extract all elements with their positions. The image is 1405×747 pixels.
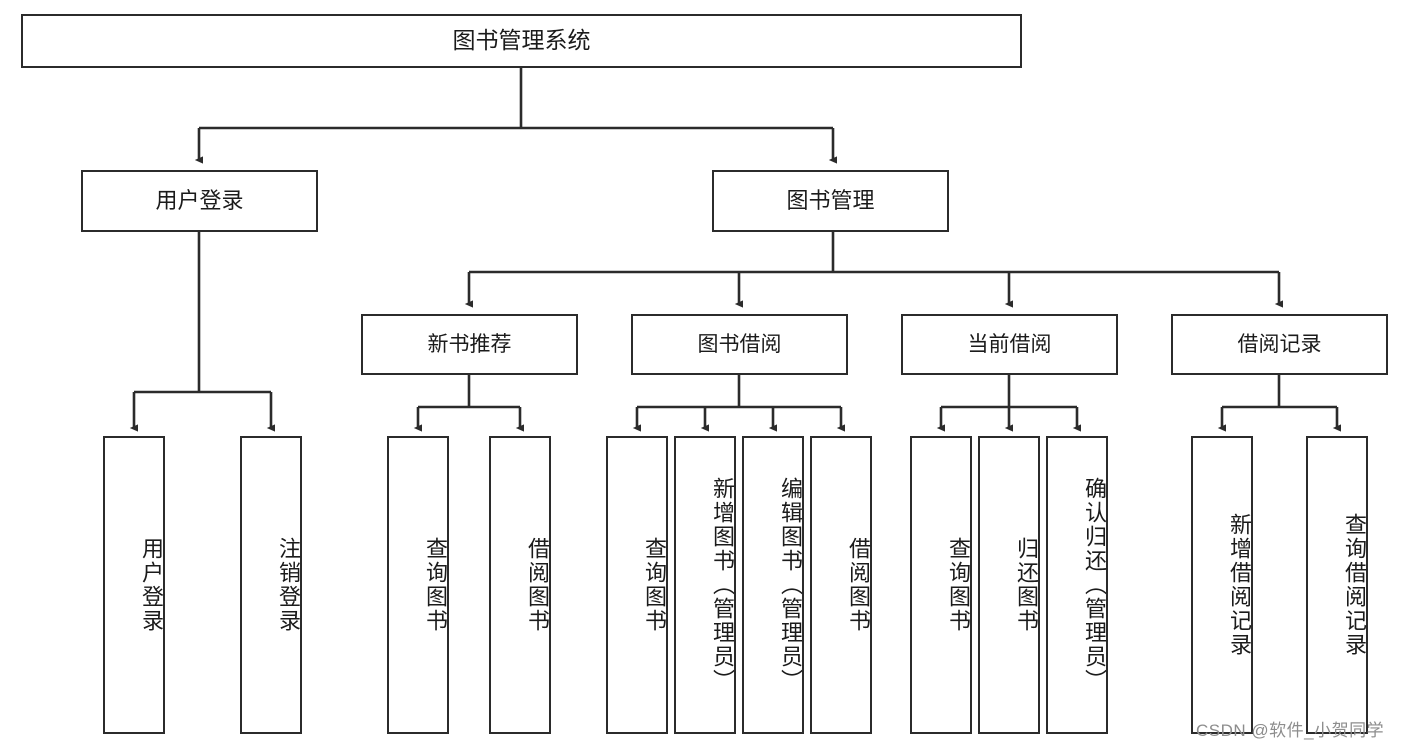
leaf-current-borrow-query[interactable]: 查询图书 bbox=[910, 436, 972, 734]
csdn-watermark: CSDN @软件_小贺同学 bbox=[1196, 716, 1384, 741]
node-root-label: 图书管理系统 bbox=[452, 27, 591, 54]
node-new-book-recommend[interactable]: 新书推荐 bbox=[361, 314, 578, 375]
leaf-new-book-borrow-label: 借阅图书 bbox=[525, 537, 550, 633]
node-book-borrow-label: 图书借阅 bbox=[697, 332, 782, 356]
leaf-new-book-query[interactable]: 查询图书 bbox=[387, 436, 449, 734]
leaf-borrow-record-add[interactable]: 新增借阅记录 bbox=[1191, 436, 1253, 734]
leaf-book-borrow-query[interactable]: 查询图书 bbox=[606, 436, 668, 734]
leaf-current-borrow-return-label: 归还图书 bbox=[1014, 537, 1039, 633]
node-book-management-label: 图书管理 bbox=[786, 187, 875, 213]
leaf-user-login-signout[interactable]: 注销登录 bbox=[240, 436, 302, 734]
node-book-management[interactable]: 图书管理 bbox=[712, 170, 949, 232]
leaf-current-borrow-confirm-return[interactable]: 确认归还（管理员） bbox=[1046, 436, 1108, 734]
leaf-borrow-record-query-label: 查询借阅记录 bbox=[1342, 513, 1367, 657]
node-new-book-recommend-label: 新书推荐 bbox=[427, 332, 512, 356]
leaf-user-login-signin-label: 用户登录 bbox=[139, 537, 164, 633]
node-borrow-record-label: 借阅记录 bbox=[1237, 332, 1322, 356]
leaf-user-login-signout-label: 注销登录 bbox=[276, 537, 301, 633]
leaf-book-borrow-add-label: 新增图书（管理员） bbox=[710, 477, 735, 693]
node-root[interactable]: 图书管理系统 bbox=[21, 14, 1022, 68]
leaf-new-book-query-label: 查询图书 bbox=[423, 537, 448, 633]
node-current-borrow[interactable]: 当前借阅 bbox=[901, 314, 1118, 375]
node-user-login[interactable]: 用户登录 bbox=[81, 170, 318, 232]
leaf-book-borrow-query-label: 查询图书 bbox=[642, 537, 667, 633]
leaf-borrow-record-query[interactable]: 查询借阅记录 bbox=[1306, 436, 1368, 734]
leaf-new-book-borrow[interactable]: 借阅图书 bbox=[489, 436, 551, 734]
node-book-borrow[interactable]: 图书借阅 bbox=[631, 314, 848, 375]
node-current-borrow-label: 当前借阅 bbox=[967, 332, 1052, 356]
leaf-user-login-signin[interactable]: 用户登录 bbox=[103, 436, 165, 734]
leaf-current-borrow-confirm-return-label: 确认归还（管理员） bbox=[1082, 477, 1107, 693]
leaf-current-borrow-return[interactable]: 归还图书 bbox=[978, 436, 1040, 734]
csdn-watermark-text: CSDN @软件_小贺同学 bbox=[1196, 721, 1385, 740]
leaf-book-borrow-borrow[interactable]: 借阅图书 bbox=[810, 436, 872, 734]
leaf-borrow-record-add-label: 新增借阅记录 bbox=[1227, 513, 1252, 657]
leaf-current-borrow-query-label: 查询图书 bbox=[946, 537, 971, 633]
leaf-book-borrow-add[interactable]: 新增图书（管理员） bbox=[674, 436, 736, 734]
leaf-book-borrow-edit[interactable]: 编辑图书（管理员） bbox=[742, 436, 804, 734]
node-borrow-record[interactable]: 借阅记录 bbox=[1171, 314, 1388, 375]
leaf-book-borrow-borrow-label: 借阅图书 bbox=[846, 537, 871, 633]
leaf-book-borrow-edit-label: 编辑图书（管理员） bbox=[778, 477, 803, 693]
node-user-login-label: 用户登录 bbox=[155, 187, 244, 213]
